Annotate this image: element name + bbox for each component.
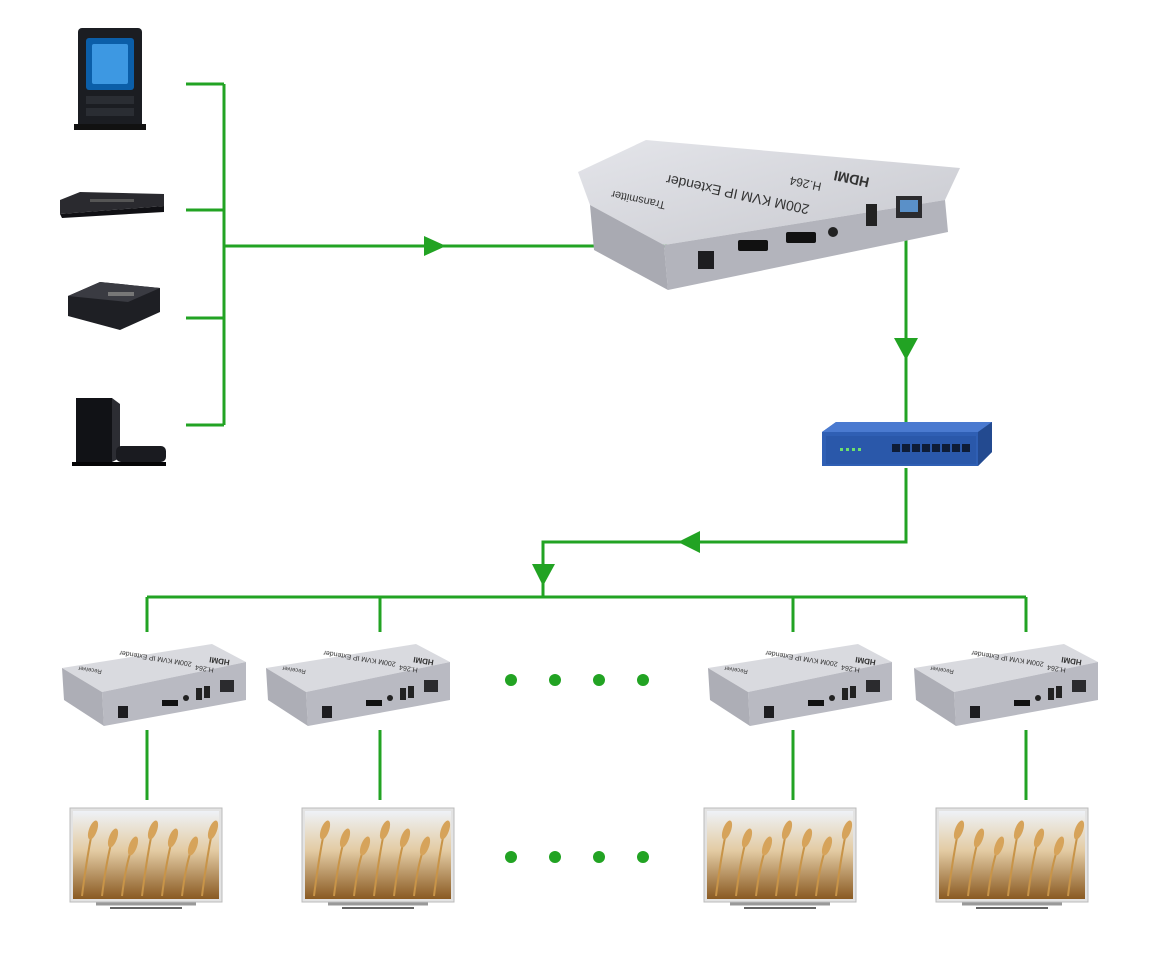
receiver-side bbox=[914, 668, 956, 726]
ellipsis-dot bbox=[549, 851, 561, 863]
dc-power-port bbox=[118, 706, 128, 718]
connection-lines bbox=[145, 82, 1028, 800]
receiver-front bbox=[102, 662, 246, 726]
receiver-role-label: Receiver bbox=[282, 664, 306, 674]
usb-port bbox=[1056, 686, 1062, 698]
receiver-codec-label: H.264 bbox=[1047, 663, 1067, 673]
usb-port bbox=[850, 686, 856, 698]
transmitter-top bbox=[578, 140, 960, 245]
dvd-player-icon bbox=[60, 192, 164, 218]
tv-icon bbox=[301, 807, 455, 909]
arrow-down-icon bbox=[894, 338, 918, 360]
receiver-front bbox=[954, 662, 1098, 726]
network-switch-icon bbox=[822, 422, 992, 466]
hdmi-out-port bbox=[162, 700, 178, 706]
audio-port bbox=[387, 695, 393, 701]
receiver-top bbox=[266, 644, 450, 692]
receiver-codec-label: H.264 bbox=[399, 663, 419, 673]
receiver-top bbox=[62, 644, 246, 692]
ellipsis-dot bbox=[593, 851, 605, 863]
receiver-brand-label: HDMI bbox=[209, 655, 231, 667]
transmitter-codec-label: H.264 bbox=[788, 173, 823, 193]
wire-switch-to-bus bbox=[541, 468, 908, 597]
transmitter-side bbox=[590, 205, 668, 290]
tv-icon bbox=[69, 807, 223, 909]
receiver-side bbox=[62, 668, 104, 726]
usb-port bbox=[1048, 688, 1054, 700]
dc-power-port bbox=[698, 251, 714, 269]
dc-power-port bbox=[322, 706, 332, 718]
transmitter-device: HDMI H.264 200M KVM IP Extender Transmit… bbox=[578, 140, 960, 290]
receiver-codec-label: H.264 bbox=[841, 663, 861, 673]
usb-port bbox=[204, 686, 210, 698]
audio-port bbox=[828, 227, 838, 237]
ellipsis-dot bbox=[637, 851, 649, 863]
receiver-codec-label: H.264 bbox=[195, 663, 215, 673]
arrow-right-icon bbox=[424, 236, 446, 256]
receiver-top bbox=[708, 644, 892, 692]
usb-port bbox=[866, 204, 877, 226]
ellipsis-dot bbox=[549, 674, 561, 686]
flow-arrows bbox=[424, 236, 918, 586]
hdmi-out-port bbox=[786, 232, 816, 243]
rj45-port bbox=[1072, 680, 1086, 692]
rj45-port bbox=[220, 680, 234, 692]
displays bbox=[69, 807, 1089, 909]
dc-power-port bbox=[970, 706, 980, 718]
receiver-brand-label: HDMI bbox=[855, 655, 877, 667]
tv-icon bbox=[935, 807, 1089, 909]
receiver-role-label: Receiver bbox=[78, 664, 102, 674]
hdmi-out-port bbox=[808, 700, 824, 706]
receiver-role-label: Receiver bbox=[930, 664, 954, 674]
receiver-front bbox=[748, 662, 892, 726]
set-top-box-icon bbox=[68, 282, 160, 330]
hdmi-in-port bbox=[738, 240, 768, 251]
game-console-icon bbox=[72, 398, 166, 466]
switch-ports bbox=[892, 444, 970, 452]
hdmi-out-port bbox=[1014, 700, 1030, 706]
usb-port bbox=[842, 688, 848, 700]
ellipsis-dot bbox=[505, 851, 517, 863]
more-receivers-ellipsis bbox=[505, 674, 649, 863]
receiver-brand-label: HDMI bbox=[413, 655, 435, 667]
receiver-side bbox=[266, 668, 308, 726]
rj45-port bbox=[866, 680, 880, 692]
audio-port bbox=[829, 695, 835, 701]
audio-port bbox=[183, 695, 189, 701]
dc-power-port bbox=[764, 706, 774, 718]
wheat-image bbox=[81, 820, 219, 897]
arrow-left-icon bbox=[678, 531, 700, 553]
usb-port bbox=[408, 686, 414, 698]
receiver-role-label: Receiver bbox=[724, 664, 748, 674]
arrow-down-icon bbox=[532, 564, 555, 586]
rj45-port bbox=[424, 680, 438, 692]
transmitter-brand-label: HDMI bbox=[832, 168, 870, 191]
receiver-brand-label: HDMI bbox=[1061, 655, 1083, 667]
usb-port bbox=[196, 688, 202, 700]
wheat-image bbox=[715, 820, 853, 897]
receiver-side bbox=[708, 668, 750, 726]
receiver-front bbox=[306, 662, 450, 726]
usb-port bbox=[400, 688, 406, 700]
desktop-pc-icon bbox=[74, 28, 146, 130]
wheat-image bbox=[947, 820, 1085, 897]
wheat-image bbox=[313, 820, 451, 897]
audio-port bbox=[1035, 695, 1041, 701]
ellipsis-dot bbox=[505, 674, 517, 686]
hdmi-out-port bbox=[366, 700, 382, 706]
tv-icon bbox=[703, 807, 857, 909]
ellipsis-dot bbox=[593, 674, 605, 686]
ellipsis-dot bbox=[637, 674, 649, 686]
receiver-top bbox=[914, 644, 1098, 692]
